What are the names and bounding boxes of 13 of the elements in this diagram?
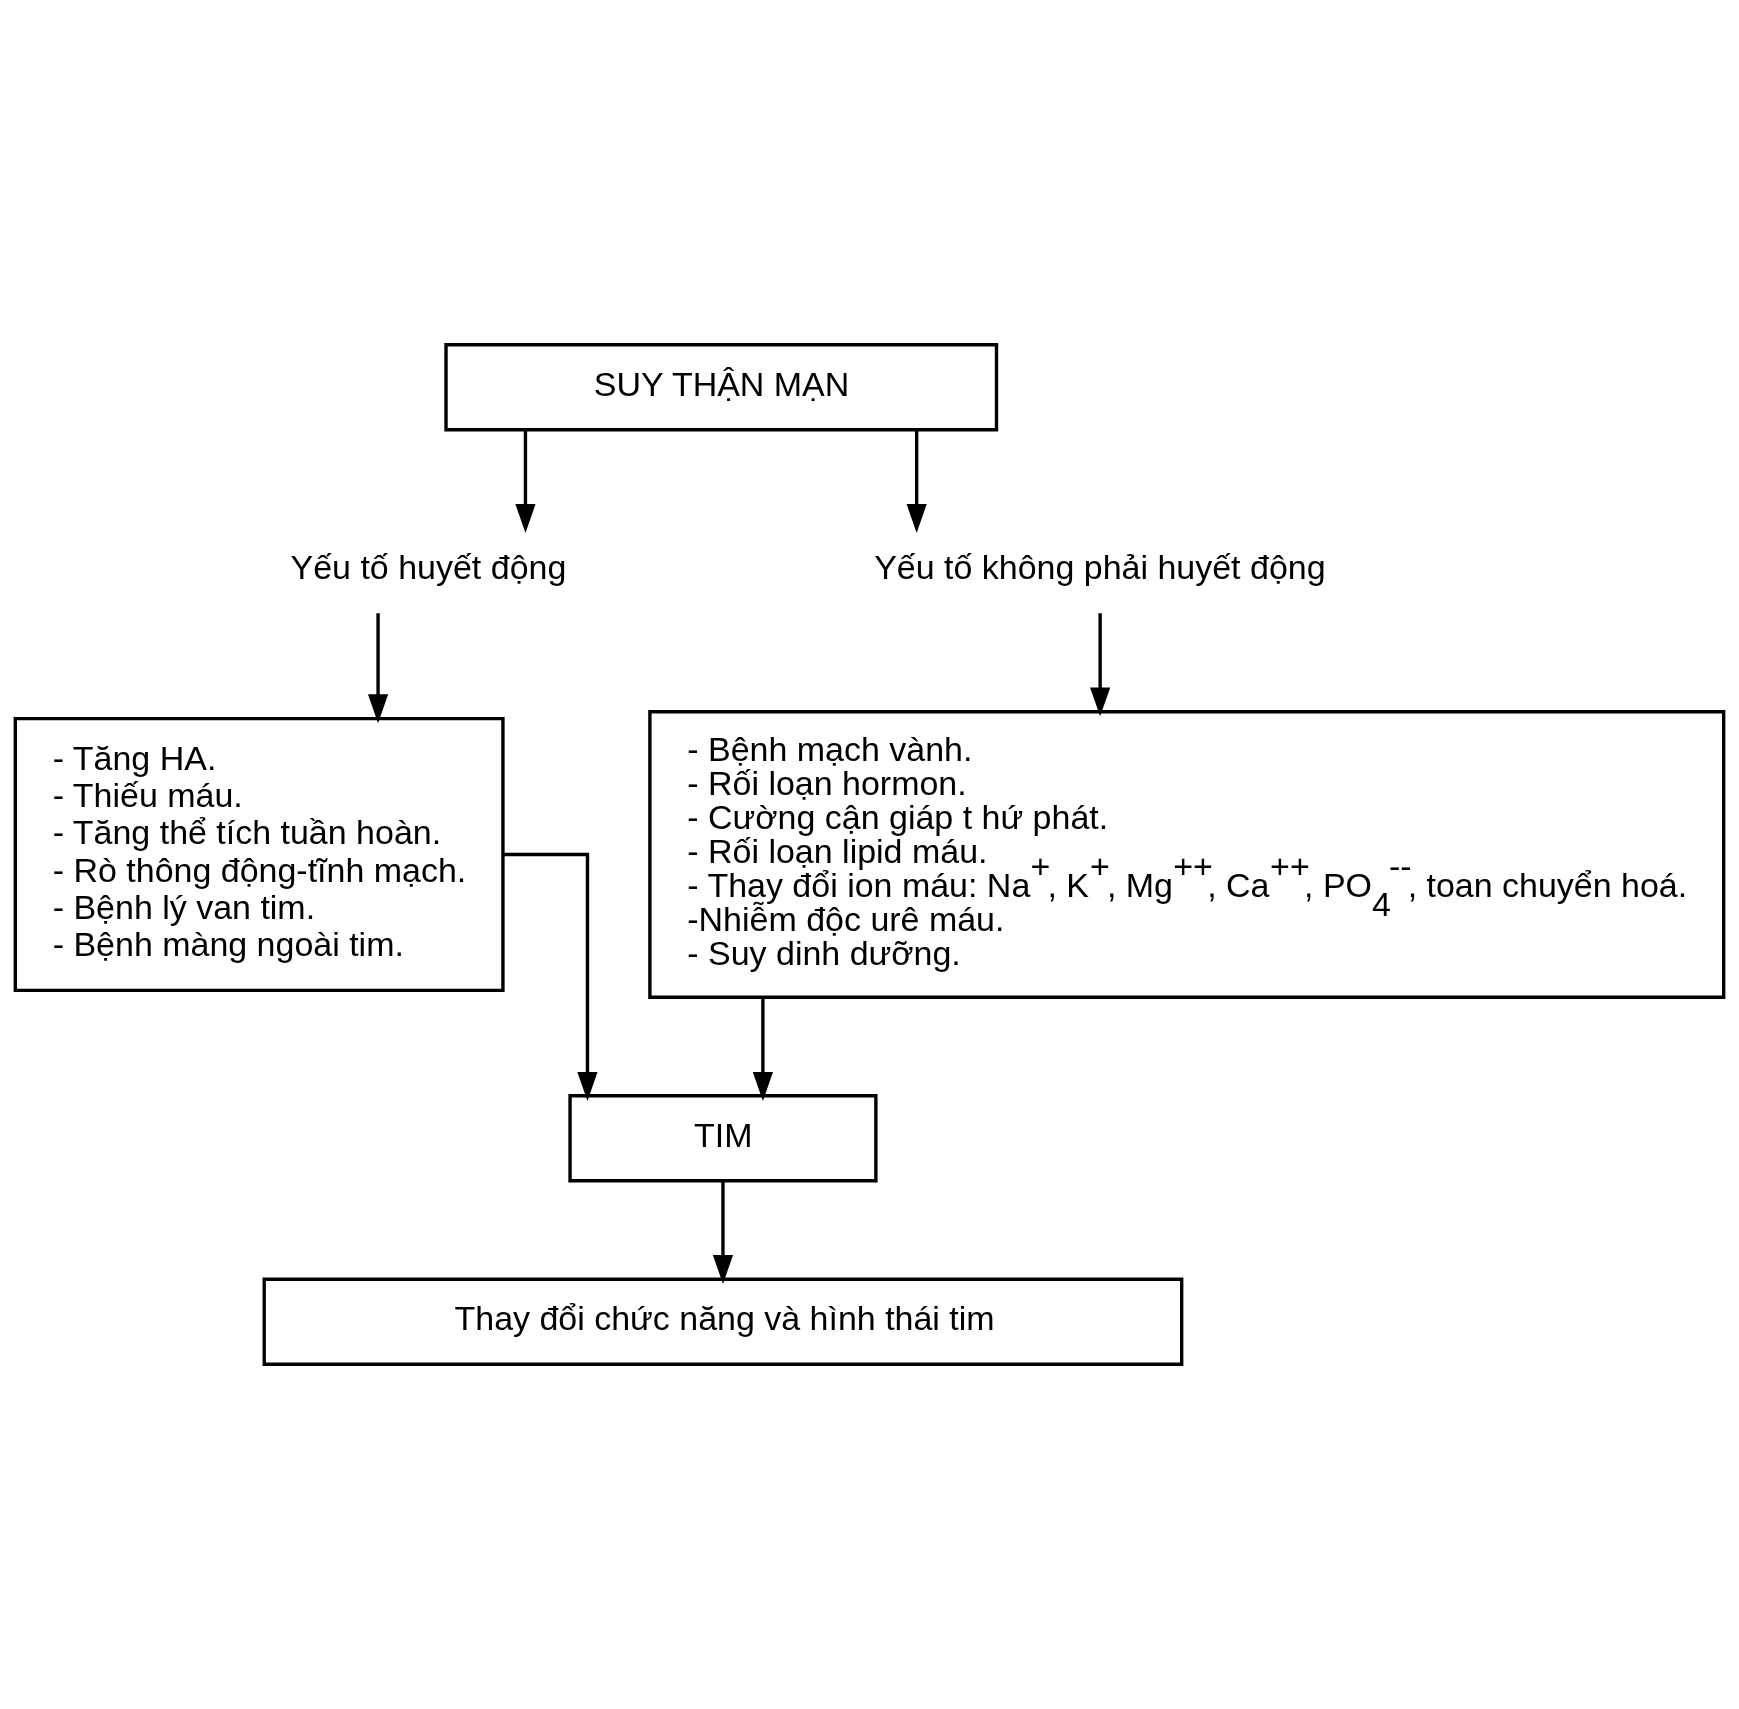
arrow (503, 852, 598, 1101)
node-box: - Tăng HA. - Thiếu máu. - Tăng thể tích tuần hoàn. - Rò thông động-tĩnh mạch. - Bệnh lý van tim. - Bệnh màng ngoài tim. (13, 716, 505, 993)
node-text: Yếu tố không phải huyết động (874, 548, 1326, 587)
node-box: SUY THẬN MẠN (444, 343, 999, 432)
arrow (712, 1180, 734, 1284)
arrow (515, 429, 536, 533)
node-box: TIM (568, 1094, 878, 1183)
arrow (367, 613, 389, 724)
node-text: Yếu tố huyết động (290, 548, 567, 587)
arrow (1090, 613, 1111, 717)
arrow (906, 429, 927, 533)
arrow (752, 998, 773, 1101)
node-box: Thay đổi chức năng và hình thái tim (262, 1277, 1184, 1366)
